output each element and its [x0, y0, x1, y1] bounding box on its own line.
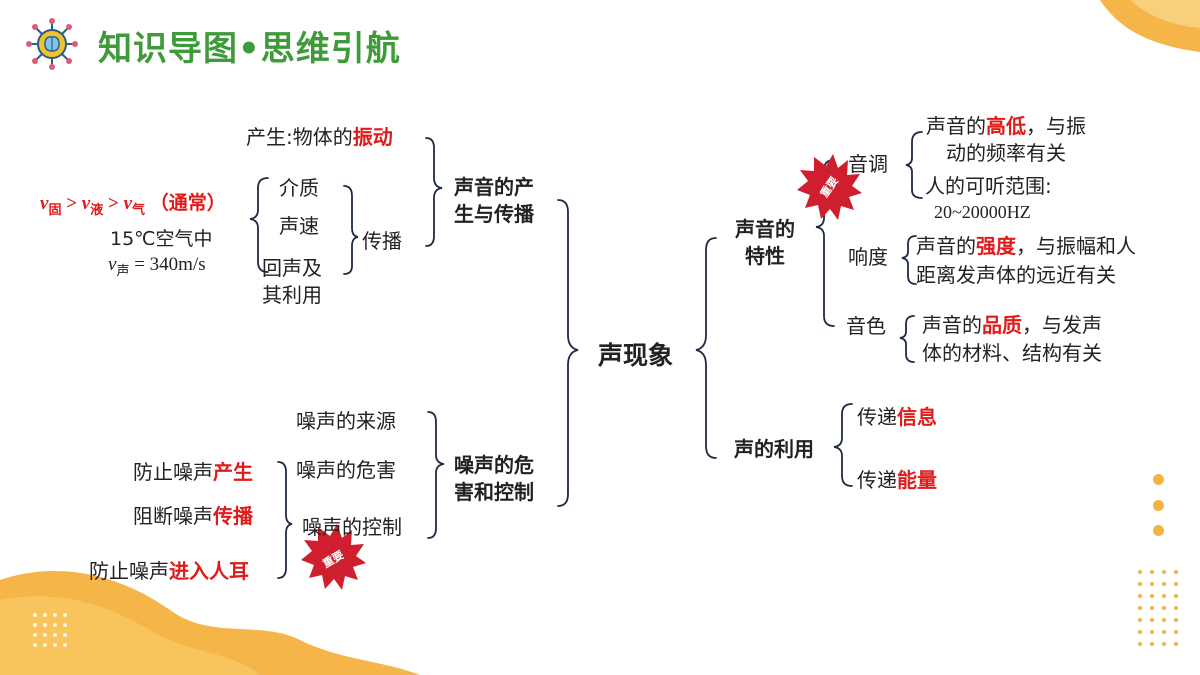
loudness-label: 响度	[848, 245, 888, 269]
pitch-detail-4: 20~20000HZ	[934, 202, 1031, 222]
use-item-energy: 传递能量	[857, 468, 937, 492]
speed-order-note: v固 > v液 > v气 （通常）	[40, 192, 226, 217]
control-item-produce: 防止噪声产生	[133, 460, 253, 484]
deco-dot	[1153, 500, 1164, 511]
timbre-detail-1: 声音的品质，与发声	[922, 313, 1102, 337]
pitch-label: 音调	[848, 152, 888, 176]
sound-speed-note: v声 = 340m/s	[108, 254, 206, 278]
loudness-detail-1: 声音的强度，与振幅和人	[916, 234, 1136, 258]
spread-item-echo: 回声及其利用	[262, 256, 322, 307]
produce-spread-node: 声音的产生与传播	[454, 175, 534, 226]
use-node: 声的利用	[734, 437, 814, 461]
trait-node: 声音的特性	[735, 217, 795, 268]
spread-label: 传播	[362, 229, 402, 253]
brain-icon	[25, 17, 79, 71]
control-item-ear: 防止噪声进入人耳	[89, 559, 249, 583]
spread-item-speed: 声速	[279, 214, 319, 238]
control-item-spread: 阻断噪声传播	[133, 504, 253, 528]
air-temp-note: 15℃空气中	[110, 228, 213, 250]
produce-text: 产生:物体的振动	[246, 125, 393, 149]
timbre-label: 音色	[846, 314, 886, 338]
noise-item-source: 噪声的来源	[296, 409, 396, 433]
pitch-detail-3: 人的可听范围:	[925, 174, 1052, 198]
use-item-info: 传递信息	[857, 405, 937, 429]
noise-item-control: 噪声的控制	[302, 515, 402, 539]
deco-dot	[1153, 474, 1164, 485]
produce-highlight: 振动	[352, 125, 393, 149]
page-title: 知识导图•思维引航	[98, 29, 401, 69]
timbre-detail-2: 体的材料、结构有关	[922, 341, 1102, 365]
noise-node: 噪声的危害和控制	[454, 453, 534, 504]
pitch-detail-2: 动的频率有关	[946, 141, 1066, 165]
deco-dot	[1153, 525, 1164, 536]
loudness-detail-2: 距离发声体的远近有关	[916, 263, 1116, 287]
spread-item-medium: 介质	[279, 176, 319, 200]
center-node: 声现象	[598, 341, 674, 370]
pitch-detail-1: 声音的高低，与振	[926, 114, 1086, 138]
noise-item-harm: 噪声的危害	[296, 458, 396, 482]
